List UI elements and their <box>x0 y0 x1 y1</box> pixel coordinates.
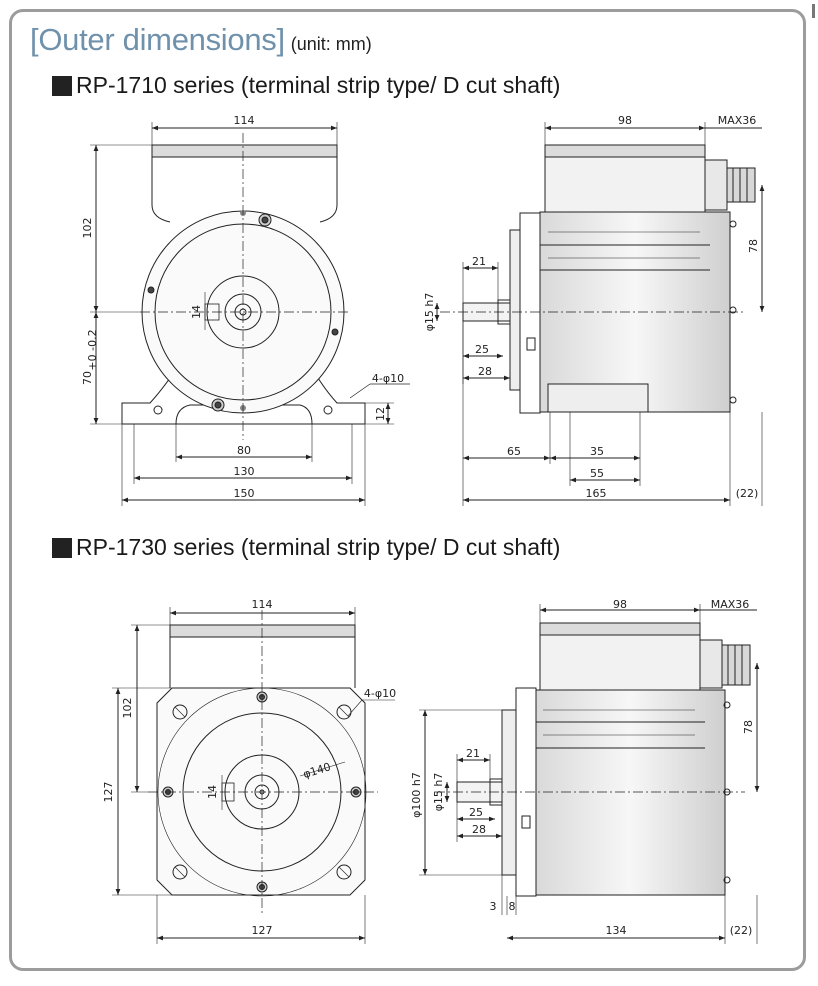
rp1710-side-shaft-len: 21 <box>472 255 486 268</box>
rp1710-side-width-top: 98 <box>618 114 632 127</box>
rp1730-front-shaft-d: 14 <box>206 785 219 799</box>
rp1710-side-key-len: 25 <box>475 343 489 356</box>
rp1730-front-flange-w: 127 <box>252 924 273 937</box>
rp1710-side-b: 35 <box>590 445 604 458</box>
series2-heading: RP-1730 series (terminal strip type/ D c… <box>52 534 560 561</box>
series2-title: RP-1730 series (terminal strip type/ D c… <box>76 534 561 560</box>
rp1730-front-width-top: 114 <box>252 598 273 611</box>
rp1710-side-length: 165 <box>586 487 607 500</box>
rp1730-side-extra: (22) <box>730 924 753 937</box>
unit-label: (unit: mm) <box>290 34 372 54</box>
corner-mark <box>812 4 815 18</box>
rp1730-side-gland-h: 78 <box>742 720 755 734</box>
rp1710-front-width-top: 114 <box>234 114 255 127</box>
rp1730-front-holes: 4-φ10 <box>364 687 396 700</box>
rp1710-front-shaft-d: 14 <box>190 305 203 319</box>
rp1710-front-view <box>90 122 410 506</box>
rp1710-side-extra: (22) <box>736 487 759 500</box>
series1-title: RP-1710 series (terminal strip type/ D c… <box>76 72 561 98</box>
rp1730-side-t1: 3 <box>490 900 497 913</box>
rp1710-front-height-tol: +0 -0.2 <box>86 329 99 370</box>
rp1710-side-view <box>434 122 765 506</box>
rp1730-front-view <box>112 607 395 944</box>
rp1730-side-shaft-total: 28 <box>472 823 486 836</box>
rp1730-front-flange-h: 127 <box>102 782 115 803</box>
rp1730-front-height-upper: 102 <box>121 698 134 719</box>
rp1710-front-height-upper: 102 <box>81 218 94 239</box>
bullet-square-icon <box>52 75 72 96</box>
rp1730-side-pilot-d: φ100 h7 <box>410 772 423 818</box>
rp1730-side-shaft-d: φ15 h7 <box>432 773 445 812</box>
page-heading: [Outer dimensions](unit: mm) <box>30 22 372 58</box>
rp1730-side-t2: 8 <box>509 900 516 913</box>
rp1710-side-c: 55 <box>590 467 604 480</box>
rp1710-front-base-h: 12 <box>374 407 387 421</box>
rp1730-side-view <box>419 604 760 944</box>
rp1730-side-gland: MAX36 <box>711 598 750 611</box>
rp1710-side-shaft-total: 28 <box>478 365 492 378</box>
rp1710-front-hole-span: 130 <box>234 465 255 478</box>
rp1730-side-width-top: 98 <box>613 598 627 611</box>
rp1710-front-height-lower: 70 <box>81 371 94 385</box>
rp1710-side-gland: MAX36 <box>718 114 757 127</box>
rp1710-side-gland-h: 78 <box>747 239 760 253</box>
series1-heading: RP-1710 series (terminal strip type/ D c… <box>52 72 560 99</box>
rp1710-front-hole-span-inner: 80 <box>237 444 251 457</box>
rp1710-front-holes: 4-φ10 <box>372 372 404 385</box>
rp1730-side-shaft-len: 21 <box>466 747 480 760</box>
rp1710-front-base-width: 150 <box>234 487 255 500</box>
rp1730-side-key-len: 25 <box>469 806 483 819</box>
rp1710-side-shaft-d: φ15 h7 <box>423 293 436 332</box>
rp1730-side-length: 134 <box>606 924 627 937</box>
bullet-square-icon <box>52 537 72 558</box>
rp1710-side-a: 65 <box>507 445 521 458</box>
page-title: [Outer dimensions] <box>30 22 285 57</box>
